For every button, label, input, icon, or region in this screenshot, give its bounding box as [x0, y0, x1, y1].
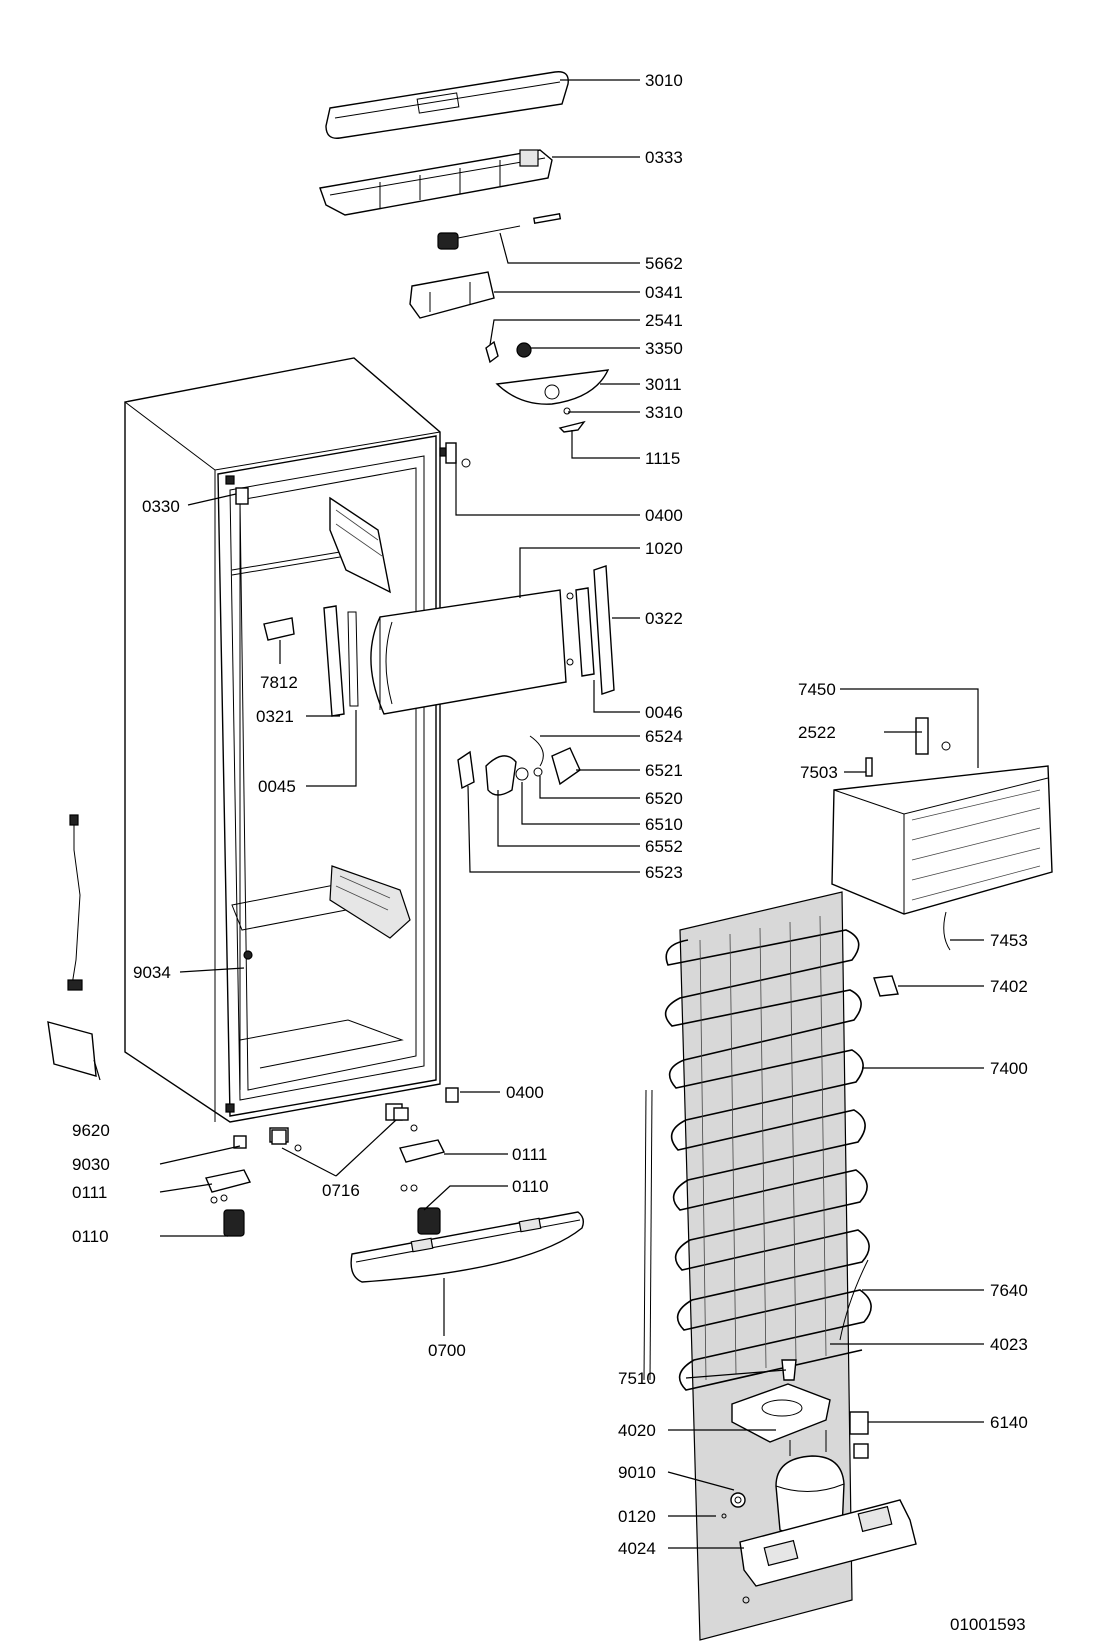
drain-plug [781, 1359, 797, 1381]
label-6521: 6521 [645, 761, 683, 780]
label-0045: 0045 [258, 777, 296, 796]
upper-hinge [445, 442, 471, 468]
label-7450: 7450 [798, 680, 836, 699]
label-7503: 7503 [800, 763, 838, 782]
foot-hinge-pieces [271, 1107, 418, 1152]
label-6510: 6510 [645, 815, 683, 834]
label-0400-upper: 0400 [645, 506, 683, 525]
lamp-cover [495, 369, 610, 405]
label-4023: 4023 [990, 1335, 1028, 1354]
label-0333: 0333 [645, 148, 683, 167]
grommet [721, 1492, 746, 1519]
evaporator-fixings [865, 717, 951, 777]
base-plate [739, 1499, 917, 1604]
label-6552: 6552 [645, 837, 683, 856]
thermostat [437, 212, 562, 250]
label-0321: 0321 [256, 707, 294, 726]
label-0111-right: 0111 [512, 1145, 547, 1164]
label-0111-left: 0111 [72, 1183, 107, 1202]
label-6520: 6520 [645, 789, 683, 808]
label-9620: 9620 [72, 1121, 110, 1140]
control-housing [319, 149, 553, 216]
label-0330: 0330 [142, 497, 180, 516]
label-0110-right: 0110 [512, 1177, 549, 1196]
pipe [839, 1259, 869, 1341]
relay [849, 1411, 869, 1459]
label-2522: 2522 [798, 723, 836, 742]
hinge-rail [566, 565, 615, 695]
label-7453: 7453 [990, 931, 1028, 950]
label-0341: 0341 [645, 283, 683, 302]
label-3011: 3011 [645, 375, 682, 394]
knob-assembly [457, 735, 581, 796]
label-6523: 6523 [645, 863, 683, 882]
label-7510: 7510 [618, 1369, 656, 1388]
label-9034: 9034 [133, 963, 171, 982]
label-7812: 7812 [260, 673, 298, 692]
lower-hinge [445, 1087, 459, 1103]
leader-lines [93, 79, 984, 1549]
label-9010: 9010 [618, 1463, 656, 1482]
label-0046: 0046 [645, 703, 683, 722]
power-cable [67, 814, 83, 991]
left-foot-assembly [205, 1169, 252, 1237]
defrost-clip [873, 975, 899, 997]
control-panel-cover [325, 71, 569, 139]
small-lamp-parts [558, 407, 586, 433]
part-drawings [47, 71, 1053, 1641]
drawing-number: 01001593 [950, 1615, 1026, 1634]
label-9030: 9030 [72, 1155, 110, 1174]
label-7402: 7402 [990, 977, 1028, 996]
label-0700: 0700 [428, 1341, 466, 1360]
top-hinge [235, 487, 249, 505]
label-2541: 2541 [645, 311, 683, 330]
label-3010: 3010 [645, 71, 683, 90]
lower-left-hinge [233, 1135, 247, 1149]
label-0322: 0322 [645, 609, 683, 628]
cabinet [124, 357, 449, 1143]
label-0400-lower: 0400 [506, 1083, 544, 1102]
label-0716: 0716 [322, 1181, 360, 1200]
label-0110-left: 0110 [72, 1227, 109, 1246]
kick-plate [350, 1211, 585, 1283]
cable-bracket [47, 1021, 97, 1077]
label-4024: 4024 [618, 1539, 656, 1558]
switch-and-knob [485, 340, 532, 364]
drip-tray [731, 1383, 831, 1443]
label-6524: 6524 [645, 727, 683, 746]
evaporator-box [831, 765, 1053, 951]
condenser [643, 891, 872, 1641]
right-foot-assembly [399, 1139, 446, 1235]
part-labels: 3010 0333 5662 0341 2541 3350 3011 3310 … [72, 71, 1028, 1634]
label-0120: 0120 [618, 1507, 656, 1526]
label-1115: 1115 [645, 449, 680, 468]
label-6140: 6140 [990, 1413, 1028, 1432]
label-7640: 7640 [990, 1281, 1028, 1300]
label-1020: 1020 [645, 539, 683, 558]
label-3310: 3310 [645, 403, 683, 422]
label-3350: 3350 [645, 339, 683, 358]
label-4020: 4020 [618, 1421, 656, 1440]
label-7400: 7400 [990, 1059, 1028, 1078]
lamp-housing [409, 271, 495, 319]
freezer-flap [370, 589, 567, 715]
label-5662: 5662 [645, 254, 683, 273]
